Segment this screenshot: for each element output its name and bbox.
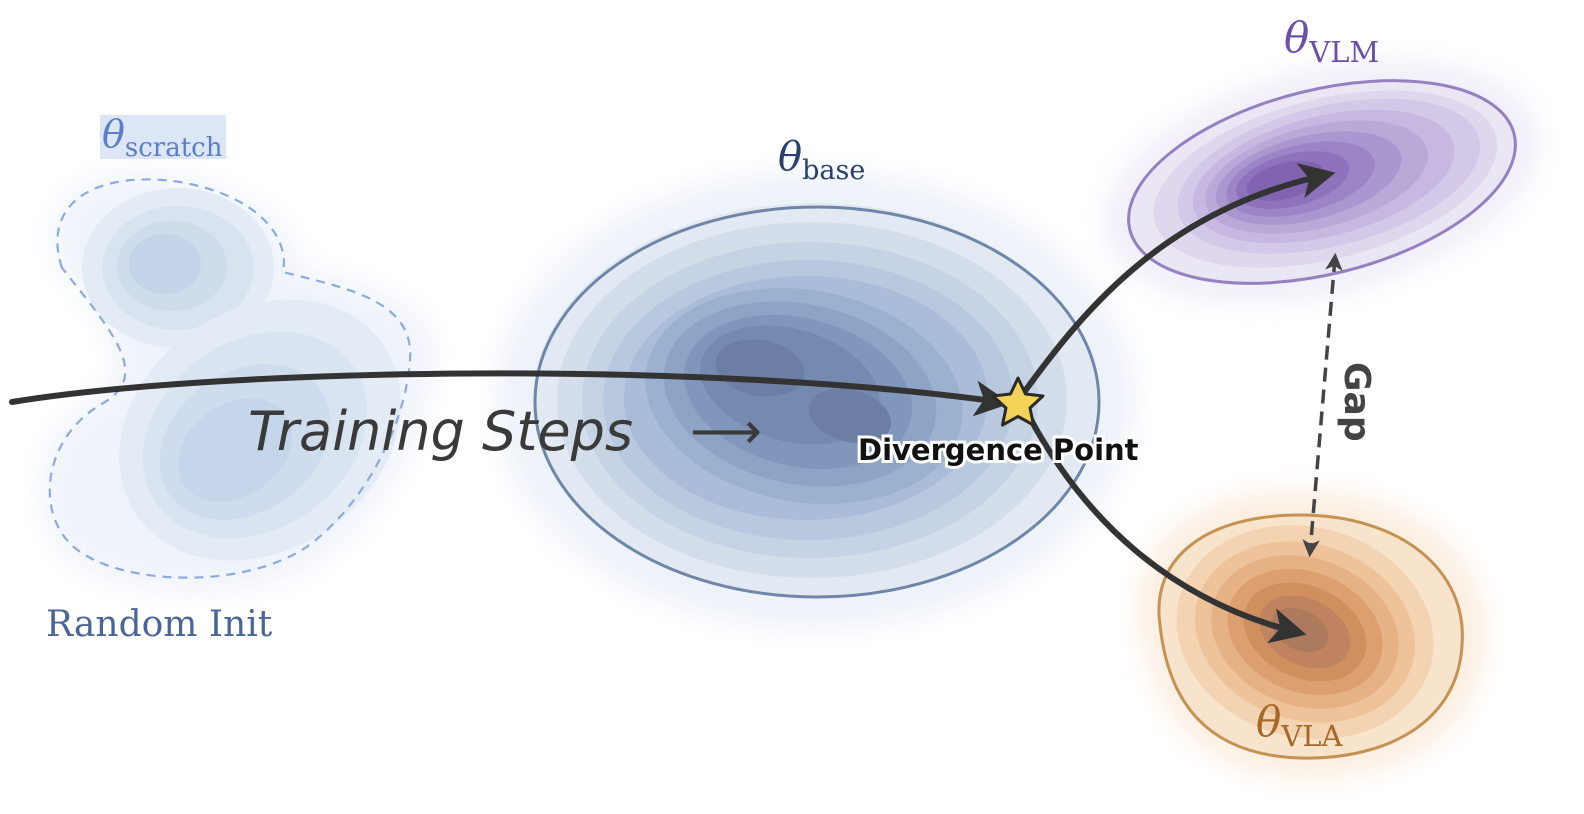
- scratch-label: θscratch: [102, 112, 223, 163]
- base-label: θbase: [778, 134, 865, 186]
- random-init-label: Random Init: [46, 604, 273, 645]
- base-basin: [495, 170, 1135, 630]
- branch-to-vla: [1027, 415, 1307, 644]
- gap-arrow: [1302, 252, 1343, 558]
- training-steps-label: Training Steps: [248, 400, 633, 463]
- training-direction-arrow: ⟶: [690, 402, 762, 460]
- vlm-label: θVLM: [1284, 13, 1379, 69]
- vla-label: θVLA: [1256, 697, 1343, 753]
- divergence-point-label: Divergence Point: [858, 433, 1139, 467]
- vlm-outline: [1127, 79, 1517, 285]
- scratch-label-highlight: [100, 115, 226, 159]
- gap-label: Gap: [1336, 362, 1377, 442]
- branch-to-vlm: [1017, 163, 1336, 401]
- trajectories: [9, 163, 1343, 644]
- scratch-contours: [82, 188, 401, 561]
- scratch-basin: [40, 171, 436, 594]
- divergence-star-icon: [991, 376, 1045, 427]
- vla-outline: [1157, 513, 1464, 760]
- training-trajectory: [9, 370, 1011, 417]
- base-outline: [533, 205, 1101, 599]
